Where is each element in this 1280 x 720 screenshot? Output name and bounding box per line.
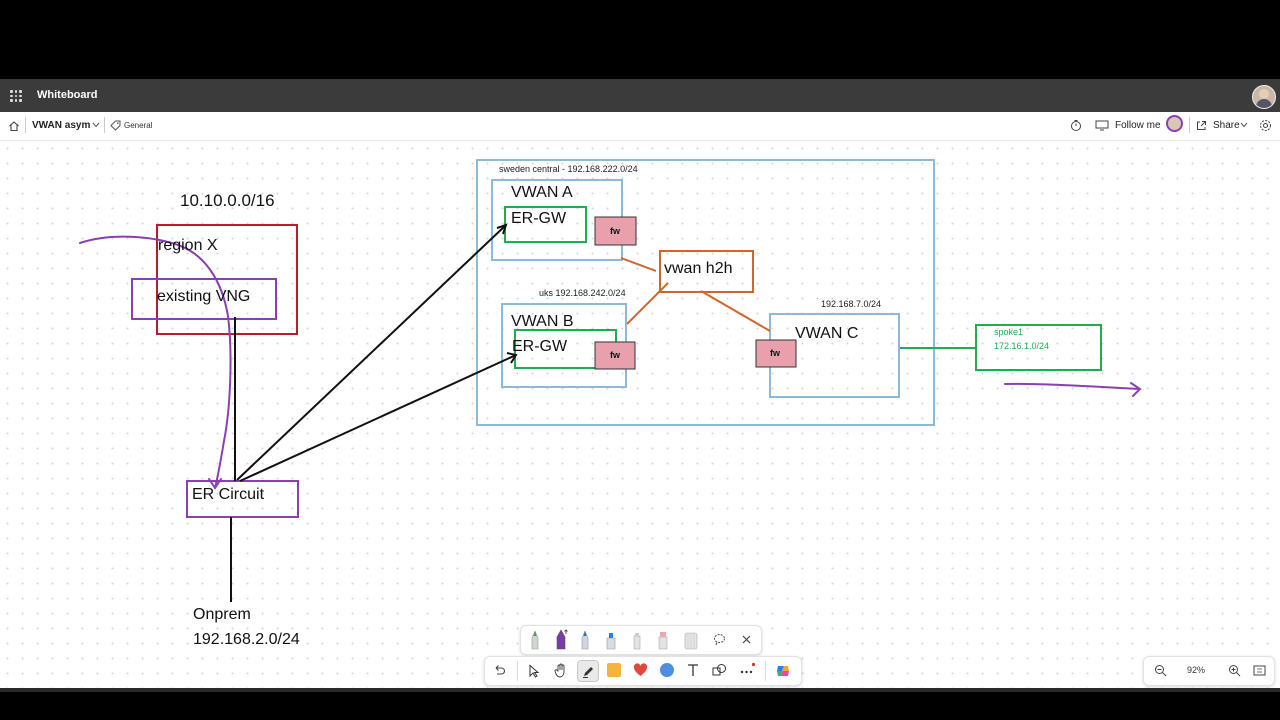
uks-label: uks 192.168.242.0/24 <box>539 288 626 298</box>
chevron-down-icon[interactable] <box>1240 122 1248 128</box>
toolbar-divider <box>1189 117 1190 133</box>
freehand-arrow-stroke <box>1004 382 1141 390</box>
sweden-central-box <box>476 159 935 426</box>
whiteboard-canvas[interactable]: 10.10.0.0/16 region X existing VNG ER Ci… <box>0 141 1280 688</box>
user-avatar[interactable] <box>1252 85 1276 109</box>
fw-a-label: fw <box>610 226 620 236</box>
main-toolbar <box>484 656 802 686</box>
fw-c-box <box>755 339 797 368</box>
pen-green-icon[interactable] <box>529 629 541 651</box>
fw-b-label: fw <box>610 350 620 360</box>
vwan-b-label: VWAN B <box>511 313 574 330</box>
sticky-note-icon[interactable] <box>607 663 621 677</box>
marker-pink-icon[interactable] <box>657 630 669 650</box>
tag-label[interactable]: General <box>124 121 153 130</box>
text-tool-icon[interactable] <box>687 663 699 677</box>
home-icon[interactable] <box>8 120 20 132</box>
onprem-cidr: 192.168.2.0/24 <box>193 631 300 648</box>
shape-circle-icon[interactable] <box>660 663 674 677</box>
freehand-route-stroke <box>79 235 232 489</box>
pen-blue-icon[interactable] <box>579 629 591 651</box>
diagram-drawing <box>79 159 1142 602</box>
region-x-cidr: 10.10.0.0/16 <box>180 191 275 210</box>
spoke-cidr: 172.16.1.0/24 <box>994 341 1050 351</box>
timer-icon[interactable] <box>1070 119 1082 132</box>
hand-pan-icon[interactable] <box>554 663 568 678</box>
eraser-icon[interactable] <box>683 630 699 650</box>
highlighter-icon[interactable] <box>605 629 617 651</box>
settings-icon[interactable] <box>1259 119 1272 132</box>
sweden-central-label: sweden central - 192.168.222.0/24 <box>499 164 638 174</box>
existing-vng-label: existing VNG <box>157 288 251 305</box>
shapes-icon[interactable] <box>712 663 727 678</box>
pen-tray <box>520 625 762 655</box>
onprem-label: Onprem <box>193 606 251 623</box>
more-options-icon[interactable] <box>739 662 756 678</box>
zoom-out-icon[interactable] <box>1154 664 1167 677</box>
fw-b-box <box>594 341 636 370</box>
app-launcher-icon[interactable] <box>10 90 22 102</box>
pencil-icon[interactable] <box>631 631 643 651</box>
toolbar-divider <box>517 661 518 681</box>
pen-tool-button[interactable] <box>577 660 599 682</box>
fw-c-label: fw <box>770 348 780 358</box>
zoom-level: 92% <box>1187 665 1206 675</box>
tag-icon[interactable] <box>110 120 121 131</box>
share-button[interactable]: Share <box>1213 120 1240 131</box>
window-bottom-edge <box>0 688 1280 692</box>
zoom-controls: 92% <box>1143 656 1275 686</box>
er-gw-b-label: ER-GW <box>512 338 568 355</box>
lasso-icon[interactable] <box>713 633 726 646</box>
fit-to-screen-icon[interactable] <box>1253 664 1266 677</box>
board-name[interactable]: VWAN asym <box>32 120 91 131</box>
pen-purple-icon[interactable] <box>553 627 569 651</box>
er-gw-a-label: ER-GW <box>511 210 567 227</box>
vwan-h2h-box <box>659 250 754 293</box>
select-pointer-icon[interactable] <box>528 664 540 678</box>
region-x-label: region X <box>158 237 218 254</box>
title-bar: Whiteboard <box>0 79 1280 112</box>
er-circuit-box <box>186 480 299 518</box>
whiteboard-app: Whiteboard VWAN asym General Follow me <box>0 79 1280 688</box>
reaction-heart-icon[interactable] <box>633 663 648 677</box>
copilot-icon[interactable] <box>775 663 791 679</box>
undo-icon[interactable] <box>493 664 506 677</box>
fw-a-box <box>594 216 637 246</box>
toolbar-divider <box>104 117 105 133</box>
vwan-h2h-label: vwan h2h <box>664 260 733 277</box>
vwan-c-label: VWAN C <box>795 325 859 342</box>
present-icon[interactable] <box>1095 120 1109 131</box>
toolbar-divider <box>25 117 26 133</box>
app-title: Whiteboard <box>37 89 98 101</box>
chevron-down-icon[interactable] <box>92 122 100 128</box>
vwan-a-label: VWAN A <box>511 184 573 201</box>
follow-me-button[interactable]: Follow me <box>1115 120 1161 131</box>
toolbar-divider <box>765 661 766 681</box>
pen-icon <box>583 667 593 678</box>
participant-avatar[interactable] <box>1166 115 1183 132</box>
vwan-c-cidr: 192.168.7.0/24 <box>821 299 882 309</box>
close-icon[interactable] <box>741 634 752 645</box>
existing-vng-box <box>131 278 277 320</box>
spoke-name: spoke1 <box>994 327 1024 337</box>
share-icon[interactable] <box>1196 120 1207 131</box>
zoom-in-icon[interactable] <box>1228 664 1241 677</box>
er-circuit-label: ER Circuit <box>192 486 265 503</box>
board-toolbar: VWAN asym General Follow me Share <box>0 112 1280 141</box>
